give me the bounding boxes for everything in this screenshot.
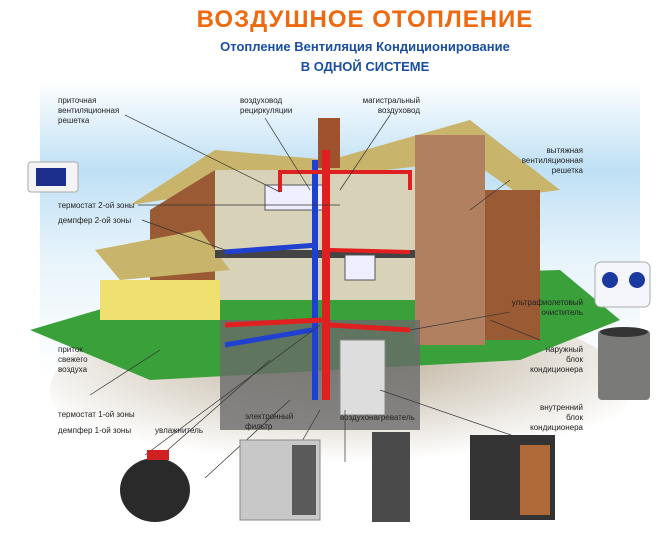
label-line: вентиляционная bbox=[58, 106, 120, 115]
porch bbox=[100, 280, 220, 320]
label-line: решетка bbox=[551, 166, 583, 175]
label-line: кондиционера bbox=[530, 423, 583, 432]
label-damper-1: демпфер 1-ой зоны bbox=[58, 426, 132, 435]
label-line: ультрафиолетовый bbox=[511, 298, 583, 307]
label-line: вытяжная bbox=[546, 146, 583, 155]
supply-duct bbox=[278, 170, 412, 192]
label-line: электронный bbox=[245, 412, 294, 421]
uv-lamp bbox=[602, 272, 618, 288]
label-line: воздуха bbox=[58, 365, 88, 374]
humidifier-logo bbox=[147, 450, 169, 460]
label-line: приточная bbox=[58, 96, 97, 105]
label-thermostat-2: термостат 2-ой зоны bbox=[58, 201, 135, 210]
label-damper-2: демпфер 2-ой зоны bbox=[58, 216, 132, 225]
label-line: решетка bbox=[58, 116, 90, 125]
subtitle-2: В ОДНОЙ СИСТЕМЕ bbox=[300, 59, 430, 74]
label-line: свежего bbox=[58, 355, 88, 364]
main-duct bbox=[322, 150, 330, 400]
thermostat-screen bbox=[36, 168, 66, 186]
copper-coil bbox=[520, 445, 550, 515]
label-line: блок bbox=[566, 355, 583, 364]
uv-lamp bbox=[629, 272, 645, 288]
porch-roof bbox=[95, 230, 230, 280]
return-duct bbox=[312, 160, 318, 400]
label-line: очиститель bbox=[541, 308, 583, 317]
outdoor-ac-unit bbox=[598, 330, 650, 400]
label-thermostat-1: термостат 1-ой зоны bbox=[58, 410, 135, 419]
label-heater: воздухонагреватель bbox=[340, 413, 415, 422]
furnace bbox=[339, 339, 386, 416]
label-humidifier: увлажнитель bbox=[155, 426, 204, 435]
filter-front bbox=[292, 445, 316, 515]
glass-tower bbox=[415, 135, 485, 345]
label-line: наружный bbox=[545, 345, 583, 354]
supply-duct bbox=[224, 317, 411, 333]
supply-duct bbox=[329, 248, 411, 254]
heater-device bbox=[372, 432, 410, 522]
label-line: воздуховод bbox=[240, 96, 283, 105]
humidifier-device bbox=[120, 458, 190, 522]
label-line: блок bbox=[566, 413, 583, 422]
subtitle: Отопление Вентиляция Кондиционирование bbox=[220, 39, 510, 54]
label-line: воздуховод bbox=[377, 106, 420, 115]
label-line: магистральный bbox=[362, 96, 420, 105]
label-line: рециркуляции bbox=[240, 106, 293, 115]
window bbox=[344, 254, 376, 281]
page-title: ВОЗДУШНОЕ ОТОПЛЕНИЕ bbox=[196, 6, 534, 33]
label-line: кондиционера bbox=[530, 365, 583, 374]
label-line: приток bbox=[58, 345, 83, 354]
return-duct bbox=[224, 242, 319, 348]
label-line: фильтр bbox=[245, 422, 273, 431]
label-line: вентиляционная bbox=[521, 156, 583, 165]
ac-fan bbox=[600, 327, 648, 337]
label-line: внутренний bbox=[539, 403, 583, 412]
